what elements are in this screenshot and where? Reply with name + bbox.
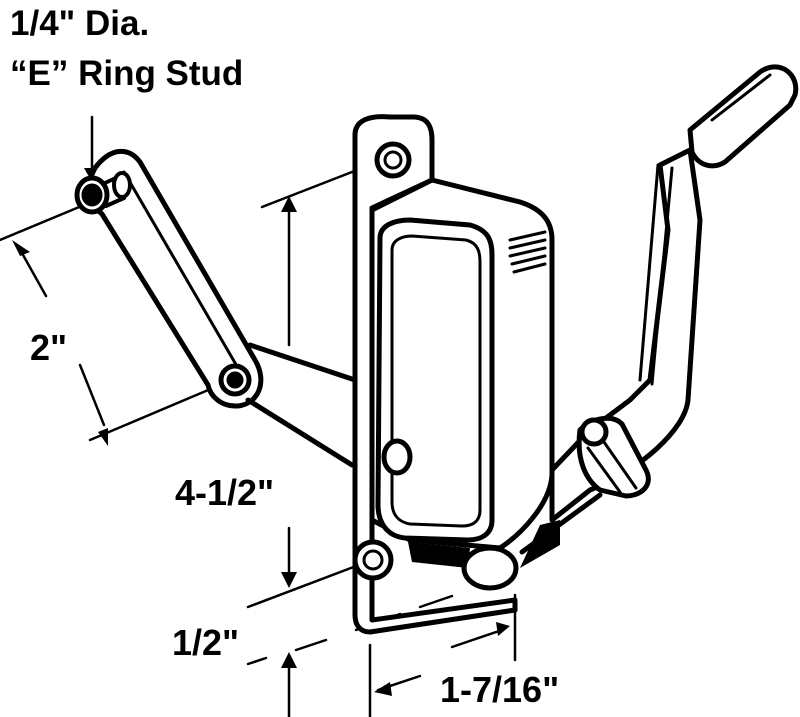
e-ring-stud-icon xyxy=(74,171,132,215)
gear-hub-icon xyxy=(461,545,519,591)
offset-arrow xyxy=(281,652,297,668)
arm-length-label: 2" xyxy=(30,327,68,368)
offset-dash-2 xyxy=(294,638,328,652)
stud-callout-line2: “E” Ring Stud xyxy=(10,54,244,93)
link-bar-bottom xyxy=(245,397,355,468)
link-bar-top xyxy=(247,342,358,383)
depth-arrow-left xyxy=(374,682,392,696)
grip-ridges-icon xyxy=(508,230,547,274)
offset-dash-4 xyxy=(418,594,454,609)
arm-dim-extension-bottom xyxy=(88,383,222,442)
mounting-plate xyxy=(352,114,518,635)
housing-cover xyxy=(375,217,495,543)
operator-arm xyxy=(86,149,358,468)
offset-dash-1 xyxy=(246,656,268,666)
arm-arrow-top xyxy=(12,240,30,256)
stud-callout-line1: 1/4" Dia. xyxy=(10,4,150,43)
arm-dim-extension-top xyxy=(0,203,86,242)
height-dim-extension-bottom xyxy=(246,558,374,609)
depth-dim-line-right xyxy=(450,628,504,649)
crank-knob-icon xyxy=(687,64,799,169)
crank-handle xyxy=(461,64,799,591)
base-shadow xyxy=(408,542,470,568)
arm-arrow-bottom xyxy=(98,428,108,446)
operator-housing xyxy=(369,177,560,568)
depth-arrow-right xyxy=(496,622,510,636)
crank-set-screw-icon xyxy=(579,417,609,447)
cover-screw-icon xyxy=(381,438,413,476)
arm-pivot-rivet-icon xyxy=(226,371,244,389)
mount-height-label: 4-1/2" xyxy=(175,472,275,513)
height-arrow-bottom xyxy=(281,572,297,588)
offset-label: 1/2" xyxy=(172,622,240,663)
depth-label: 1-7/16" xyxy=(440,669,560,710)
height-arrow-top xyxy=(281,196,297,212)
arm-dim-line-bottom xyxy=(78,363,106,427)
